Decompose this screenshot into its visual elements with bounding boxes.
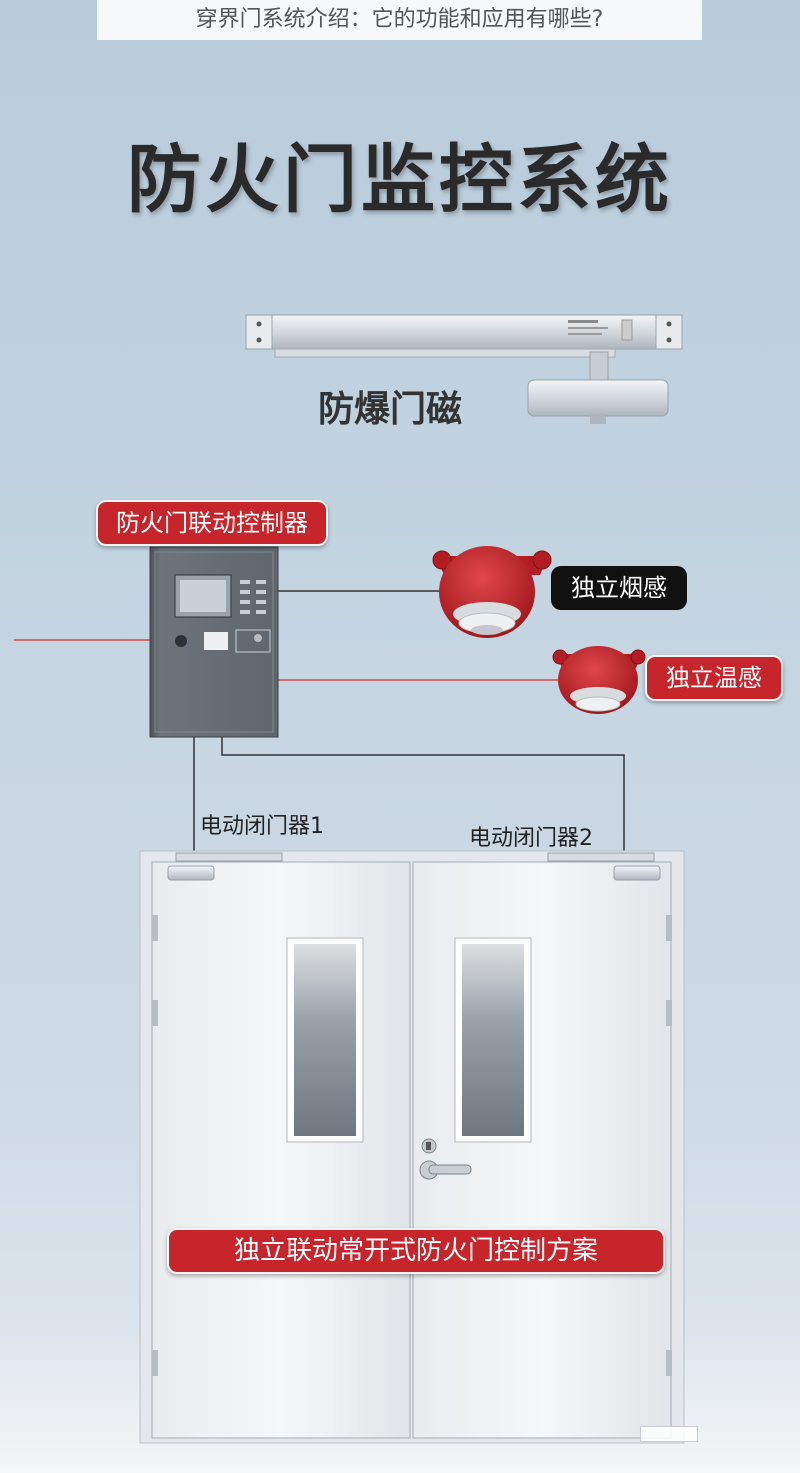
- smoke-detector-device: [432, 546, 552, 638]
- door-magnet-device: [245, 314, 683, 424]
- door-closer-2-label: 电动闭门器2: [469, 826, 593, 851]
- door-closer-2-device: [547, 852, 661, 881]
- controller-label: 防火门联动控制器: [96, 500, 328, 546]
- controller-cabinet: [149, 546, 279, 738]
- wiring: [14, 590, 625, 860]
- page-caption: 穿界门系统介绍：它的功能和应用有哪些?: [97, 0, 702, 40]
- door-closer-1-device: [167, 852, 283, 881]
- watermark-logo: [640, 1426, 698, 1442]
- main-title: 防火门监控系统: [127, 137, 673, 223]
- fire-door: [139, 850, 685, 1444]
- heat-detector-device: [552, 646, 646, 714]
- smoke-detector-label: 独立烟感: [551, 566, 687, 610]
- scheme-banner: 独立联动常开式防火门控制方案: [167, 1228, 665, 1274]
- door-magnet-label: 防爆门磁: [318, 389, 463, 430]
- door-closer-1-label: 电动闭门器1: [200, 814, 324, 839]
- heat-detector-label: 独立温感: [645, 655, 783, 701]
